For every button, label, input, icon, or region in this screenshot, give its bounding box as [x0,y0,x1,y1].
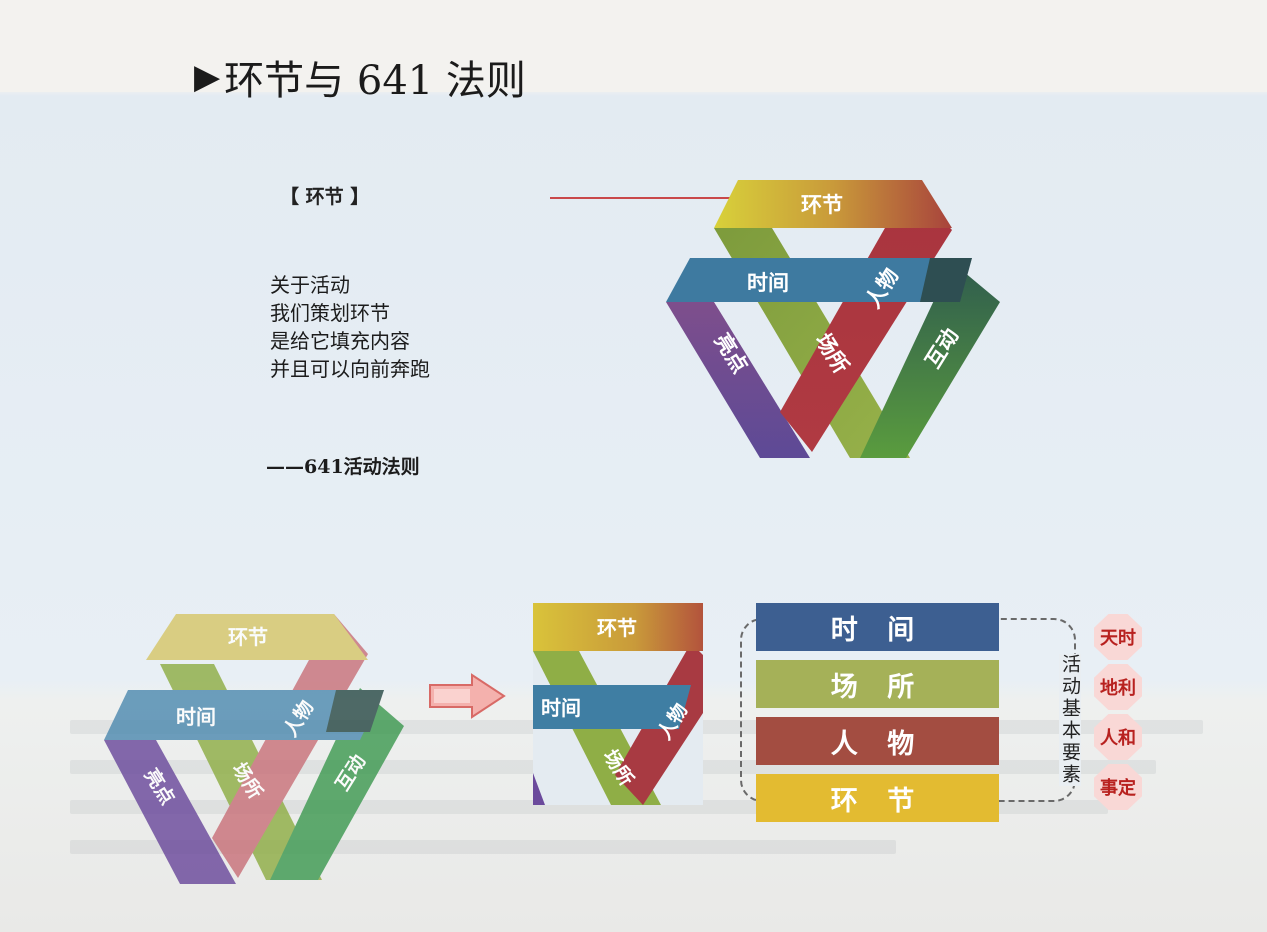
top-band [0,0,1267,92]
band-right [270,688,404,880]
bracket-label: 【 环节 】 [280,186,370,208]
quote-source: ——641活动法则 [266,456,420,478]
octagon-list: 天时 地利 人和 事定 [1094,614,1144,814]
bar-changsuo: 场 所 [756,660,999,708]
label-huanjie: 环节 [597,616,637,640]
band-time [533,685,691,729]
bar-huanjie: 环 节 [756,774,999,822]
bracket-text: 活动基本要素 [1059,654,1081,786]
bar-shijian: 时 间 [756,603,999,651]
band-top [714,180,952,228]
label-shijian: 时间 [747,271,789,295]
label-shijian: 时间 [176,705,216,729]
band-left [666,302,810,458]
band-time [666,258,972,302]
cropped-triangle-diagram: 环节 时间 人物 场所 [533,603,703,805]
quote-line: 关于活动 [270,273,350,297]
section-title: ▶ 环节与 641 法则 [194,48,526,106]
quote-block: 关于活动 我们策划环节 是给它填充内容 并且可以向前奔跑 [270,271,430,383]
band-red [780,184,952,452]
band-time-end [920,258,972,302]
octagon-tianshi: 天时 [1094,614,1142,660]
right-arrow-icon [429,673,506,719]
band-right [860,262,1000,458]
band-time-end [326,690,384,732]
section-title-text: 环节与 641 法则 [224,58,526,104]
band-red [212,614,368,878]
quote-line: 并且可以向前奔跑 [270,357,430,381]
bar-renwu: 人 物 [756,717,999,765]
quote-line: 我们策划环节 [270,301,390,325]
element-bars: 时 间 场 所 人 物 环 节 [756,603,999,831]
label-shijian: 时间 [541,696,581,720]
quote-line: 是给它填充内容 [270,329,410,353]
octagon-shiding: 事定 [1094,764,1142,810]
triangle-bullet-icon: ▶ [194,57,221,97]
band-left-stub [533,773,545,805]
band-top [146,614,368,660]
octagon-renhe: 人和 [1094,714,1142,760]
label-huanjie: 环节 [801,193,843,217]
octagon-dili: 地利 [1094,664,1142,710]
label-huanjie: 环节 [228,625,268,649]
band-time [104,690,384,740]
band-top [533,603,703,651]
band-left [104,740,236,884]
